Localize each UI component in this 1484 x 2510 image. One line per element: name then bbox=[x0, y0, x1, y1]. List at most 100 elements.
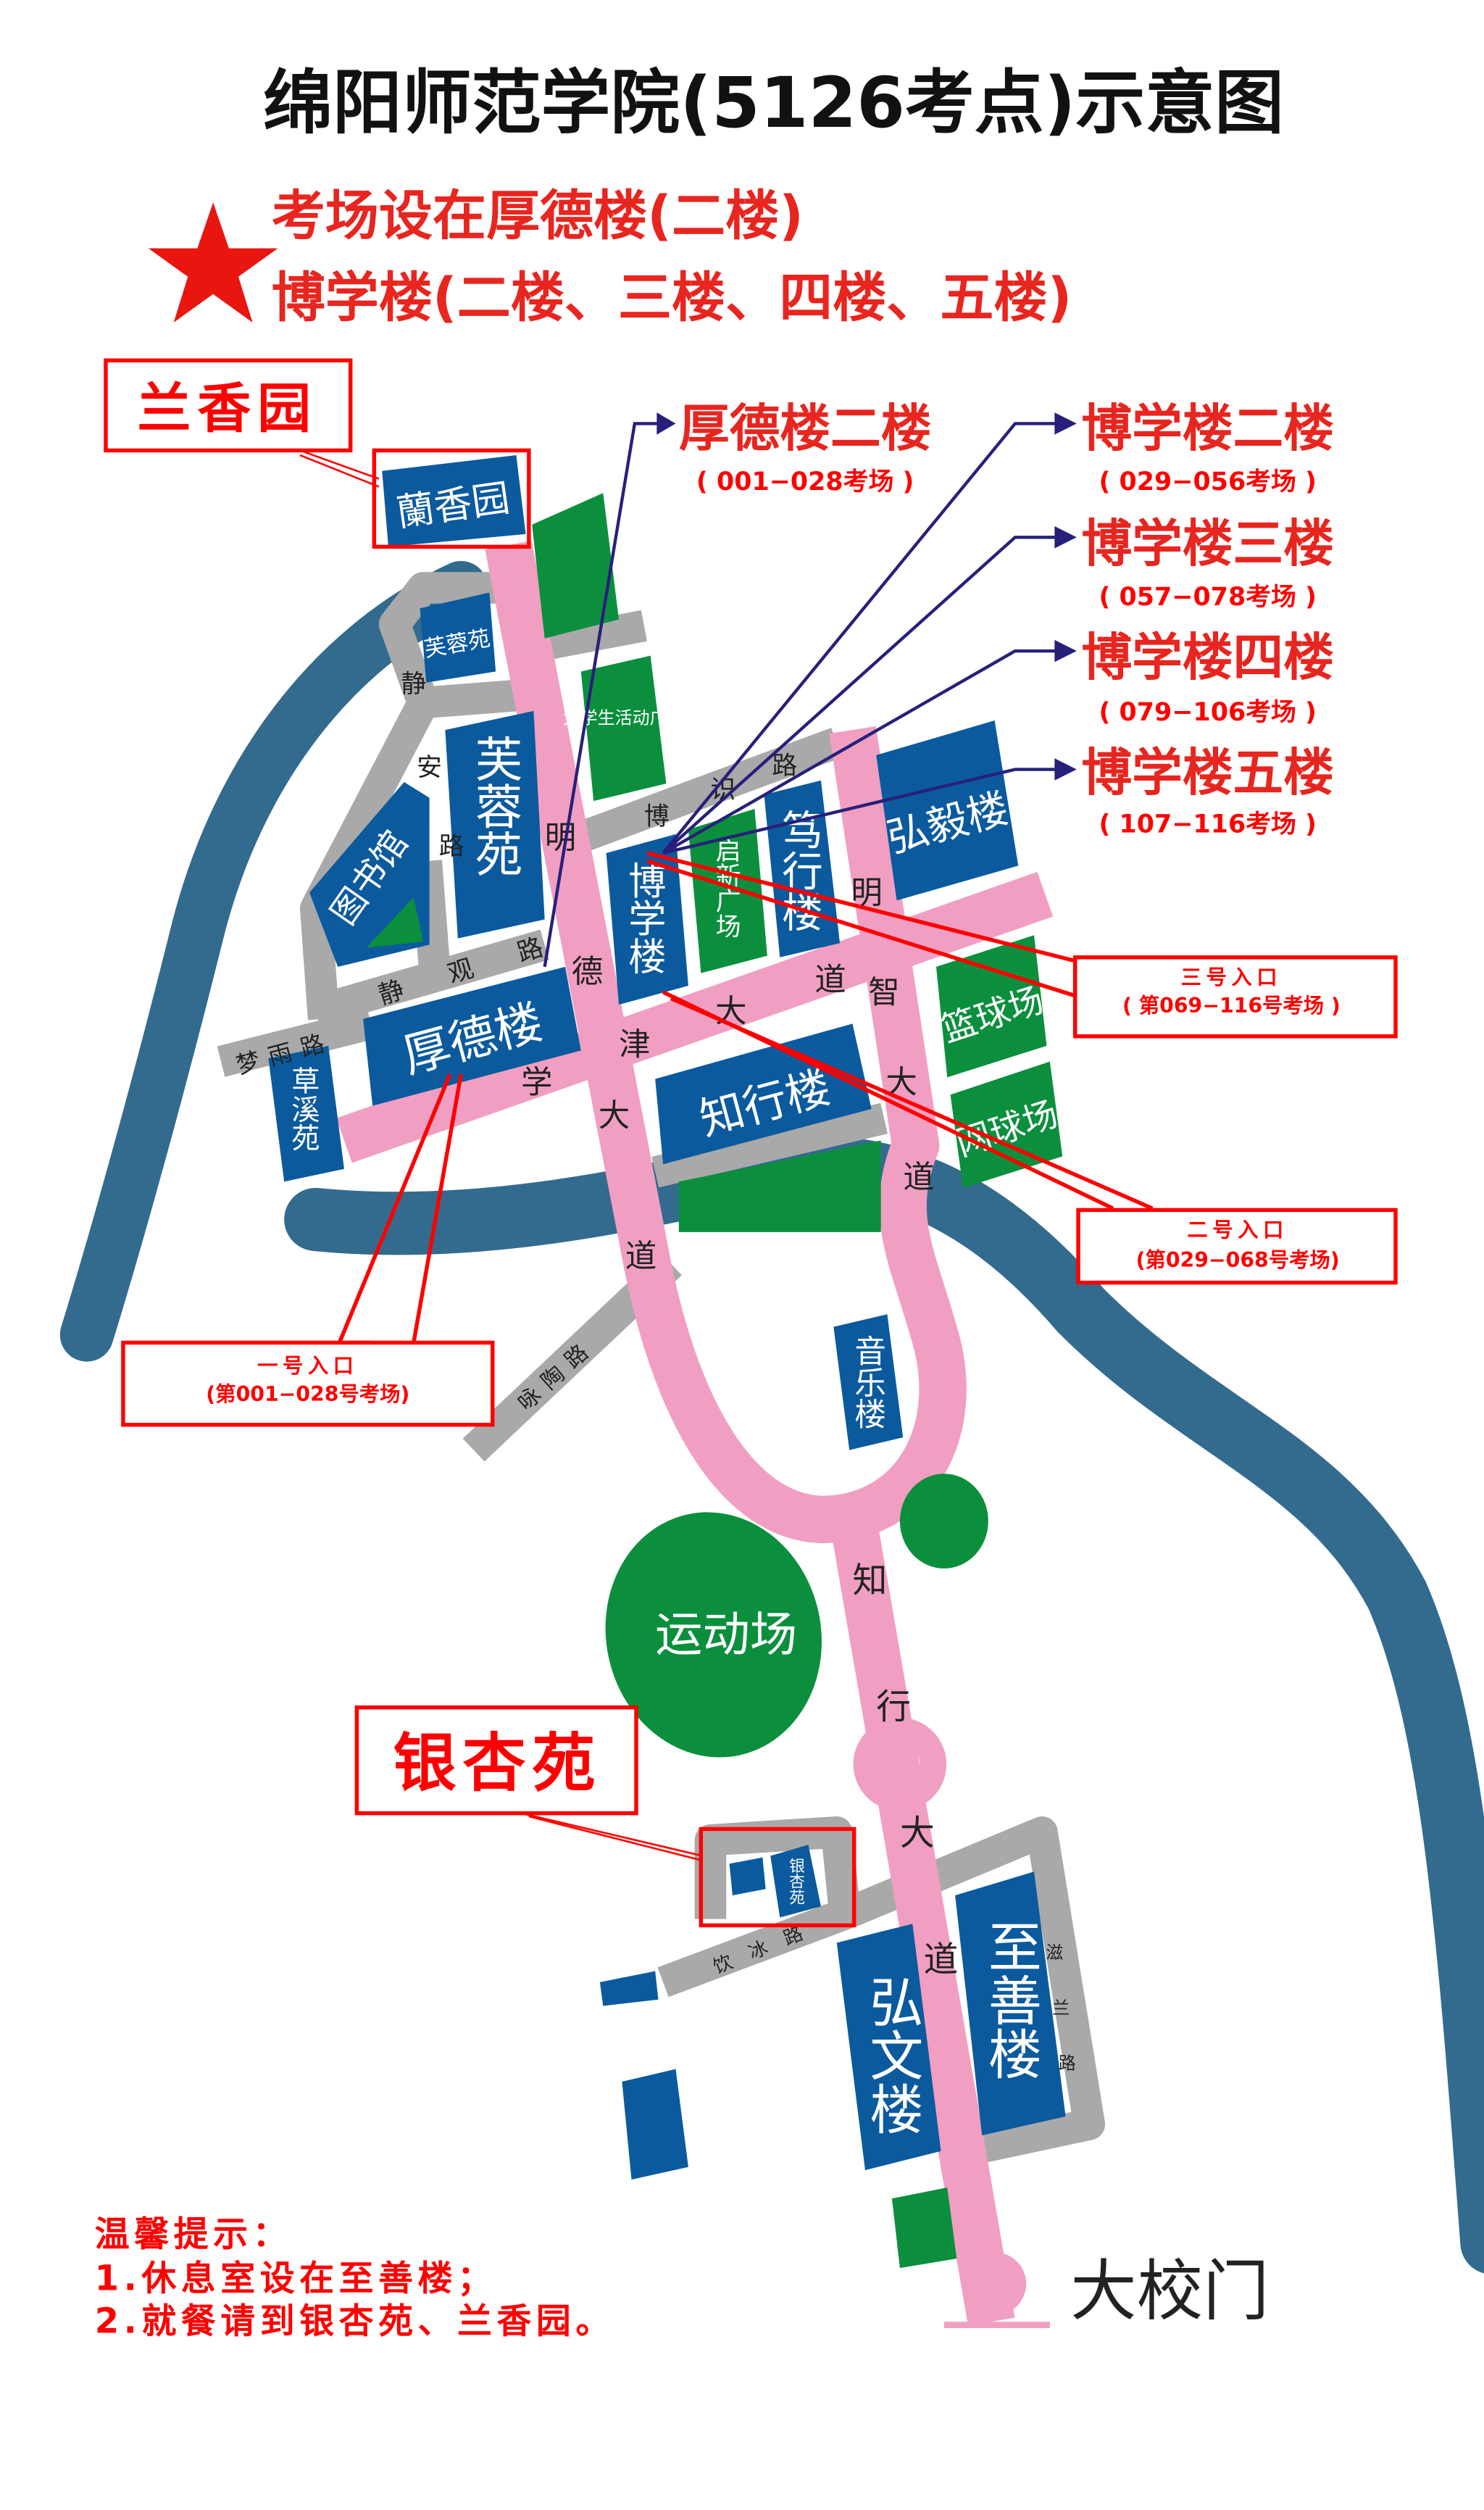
star-icon bbox=[148, 202, 278, 323]
floor-range-boxue-5: ( 107−116考场 ) bbox=[1099, 810, 1316, 839]
building-sw-1 bbox=[599, 1971, 659, 2006]
floor-callouts: 厚德楼二楼 ( 001−028考场 ) 博学楼二楼 ( 029−056考场 ) … bbox=[679, 399, 1334, 839]
notice-line-1: 考场设在厚德楼(二楼) bbox=[272, 185, 804, 247]
qixin-plaza bbox=[688, 809, 767, 973]
yinxingyuan-label: 银杏苑 bbox=[393, 1726, 602, 1800]
arrow-icon bbox=[1054, 639, 1077, 662]
road-label-char: 兰 bbox=[1052, 1998, 1070, 2018]
basketball-court bbox=[935, 935, 1047, 1078]
label-stadium: 运动场 bbox=[655, 1607, 797, 1662]
caoxiyuan-building bbox=[268, 1045, 344, 1182]
tips-item-1: 1.休息室设在至善楼； bbox=[95, 2259, 497, 2299]
stadium bbox=[605, 1512, 822, 1758]
road-label-char: 智 bbox=[868, 975, 900, 1011]
road-label-char: 滋 bbox=[1046, 1942, 1063, 1963]
label-furongyuan: 芙蓉苑 bbox=[467, 735, 522, 877]
road-label-char: 安 bbox=[417, 753, 442, 782]
furongyuan-small-building bbox=[420, 592, 496, 683]
entrance-3-range: ( 第069−116号考场 ) bbox=[1122, 994, 1341, 1018]
road-label-char: 知 bbox=[853, 1561, 888, 1601]
tips-item-2: 2.就餐请到银杏苑、兰香园。 bbox=[95, 2301, 615, 2341]
entrance-1-box: 一号入口 (第001−028号考场) bbox=[121, 1340, 495, 1427]
main-roads bbox=[336, 540, 1054, 2328]
arrow-icon bbox=[1054, 758, 1077, 781]
road-label-char: 道 bbox=[814, 963, 846, 999]
yinxingyuan-annex bbox=[729, 1857, 766, 1895]
label-duxinglou: 笃行楼 bbox=[775, 809, 822, 932]
tips: 温馨提示： 1.休息室设在至善楼； 2.就餐请到银杏苑、兰香园。 bbox=[95, 2215, 615, 2342]
label-caoxiyuan: 草溪苑 bbox=[287, 1066, 320, 1152]
road-mingde: 明德大道 bbox=[545, 820, 657, 1274]
yinxingyuan-label-box: 银杏苑 bbox=[354, 1705, 638, 1816]
floor-name-boxue-4: 博学楼四楼 bbox=[1081, 628, 1334, 687]
zhishanlou-building bbox=[955, 1871, 1066, 2136]
road-yongtao: 咏陶路 bbox=[513, 1334, 601, 1416]
arrow-icon bbox=[656, 412, 676, 435]
road-label-char: 津 bbox=[619, 1027, 651, 1063]
entrance-2-box: 二号入口 (第029−068号考场) bbox=[1076, 1208, 1398, 1285]
floor-name-houde-2: 厚德楼二楼 bbox=[679, 399, 932, 458]
road-label-char: 学 bbox=[521, 1065, 553, 1101]
music-building bbox=[833, 1314, 904, 1450]
entrance-1-range: (第001−028号考场) bbox=[206, 1382, 409, 1406]
green-area-south-zhixing bbox=[678, 1140, 881, 1232]
floor-arrows bbox=[543, 422, 1058, 968]
green-area-small bbox=[899, 1474, 988, 1568]
road-label-char: 明 bbox=[545, 820, 577, 856]
yinxingyuan-building bbox=[770, 1845, 821, 1918]
houdelou-building bbox=[363, 966, 581, 1106]
road-label-char: 道 bbox=[903, 1160, 935, 1196]
road-label-char: 大 bbox=[900, 1813, 935, 1853]
floor-name-boxue-2: 博学楼二楼 bbox=[1081, 399, 1334, 458]
arrowheads bbox=[656, 412, 1077, 781]
yinxingyuan-highlight-frame bbox=[699, 1827, 856, 1928]
road-label-char: 道 bbox=[625, 1239, 657, 1275]
green-area-gate bbox=[891, 2187, 957, 2269]
road-jingan: 静安路 bbox=[401, 670, 464, 861]
floor-range-boxue-3: ( 057−078考场 ) bbox=[1099, 583, 1316, 612]
map-title: 绵阳师范学院(5126考点)示意图 bbox=[263, 62, 1284, 144]
road-zilan: 滋兰路 bbox=[1046, 1942, 1075, 2074]
label-zhishanlou: 至善楼 bbox=[979, 1919, 1041, 2080]
library-lawn bbox=[366, 897, 423, 948]
boxuelou-building bbox=[606, 834, 688, 1005]
label-hongwenlou: 弘文楼 bbox=[861, 1974, 923, 2135]
label-student-plaza: 大学生活动广场 bbox=[563, 707, 685, 728]
main-gate-label: 大校门 bbox=[1070, 2252, 1270, 2330]
road-label-char: 路 bbox=[772, 752, 797, 781]
road-zhixing: 知行大道 bbox=[853, 1561, 959, 1980]
green-spaces bbox=[532, 493, 1063, 2269]
road-label-char: 博 bbox=[644, 802, 670, 831]
road-label-char: 路 bbox=[1059, 2053, 1076, 2074]
floor-range-boxue-4: ( 079−106考场 ) bbox=[1099, 698, 1316, 727]
zhixinglou-building bbox=[655, 1023, 872, 1165]
lanxiangyuan-label-box: 兰香园 bbox=[104, 358, 353, 453]
label-yinxingyuan-building: 银杏苑 bbox=[787, 1858, 805, 1906]
tips-heading: 温馨提示： bbox=[95, 2215, 292, 2255]
entrance-2-name: 二号入口 bbox=[1187, 1218, 1288, 1242]
student-plaza bbox=[580, 655, 667, 802]
road-label-char: 路 bbox=[439, 832, 464, 861]
entrance-2-range: (第029−068号考场) bbox=[1136, 1248, 1340, 1272]
road-label-char: 静 bbox=[401, 670, 426, 699]
road-label-char: 行 bbox=[876, 1687, 911, 1727]
label-boxuelou: 博学楼 bbox=[622, 861, 666, 975]
road-label-char: 德 bbox=[572, 955, 604, 991]
furongyuan-building bbox=[445, 710, 545, 939]
hongwenlou-building bbox=[836, 1924, 941, 2171]
road-label-char: 大 bbox=[599, 1098, 630, 1134]
entrance-3-name: 三号入口 bbox=[1181, 965, 1282, 989]
floor-name-boxue-5: 博学楼五楼 bbox=[1081, 744, 1334, 802]
label-music: 音乐楼 bbox=[849, 1335, 885, 1430]
arrow-icon bbox=[1054, 526, 1077, 549]
entrance-1-name: 一号入口 bbox=[257, 1354, 358, 1378]
notice-line-2: 博学楼(二楼、三楼、四楼、五楼) bbox=[272, 267, 1072, 329]
lanxiangyuan-highlight-frame bbox=[372, 448, 531, 549]
green-area-north bbox=[532, 493, 620, 639]
floor-range-boxue-2: ( 029−056考场 ) bbox=[1099, 467, 1316, 496]
road-label-char: 道 bbox=[924, 1940, 959, 1980]
hongyilou-building bbox=[876, 720, 1019, 901]
floor-range-houde-2: ( 001−028考场 ) bbox=[696, 467, 914, 496]
lanxiangyuan-label: 兰香园 bbox=[138, 378, 317, 440]
